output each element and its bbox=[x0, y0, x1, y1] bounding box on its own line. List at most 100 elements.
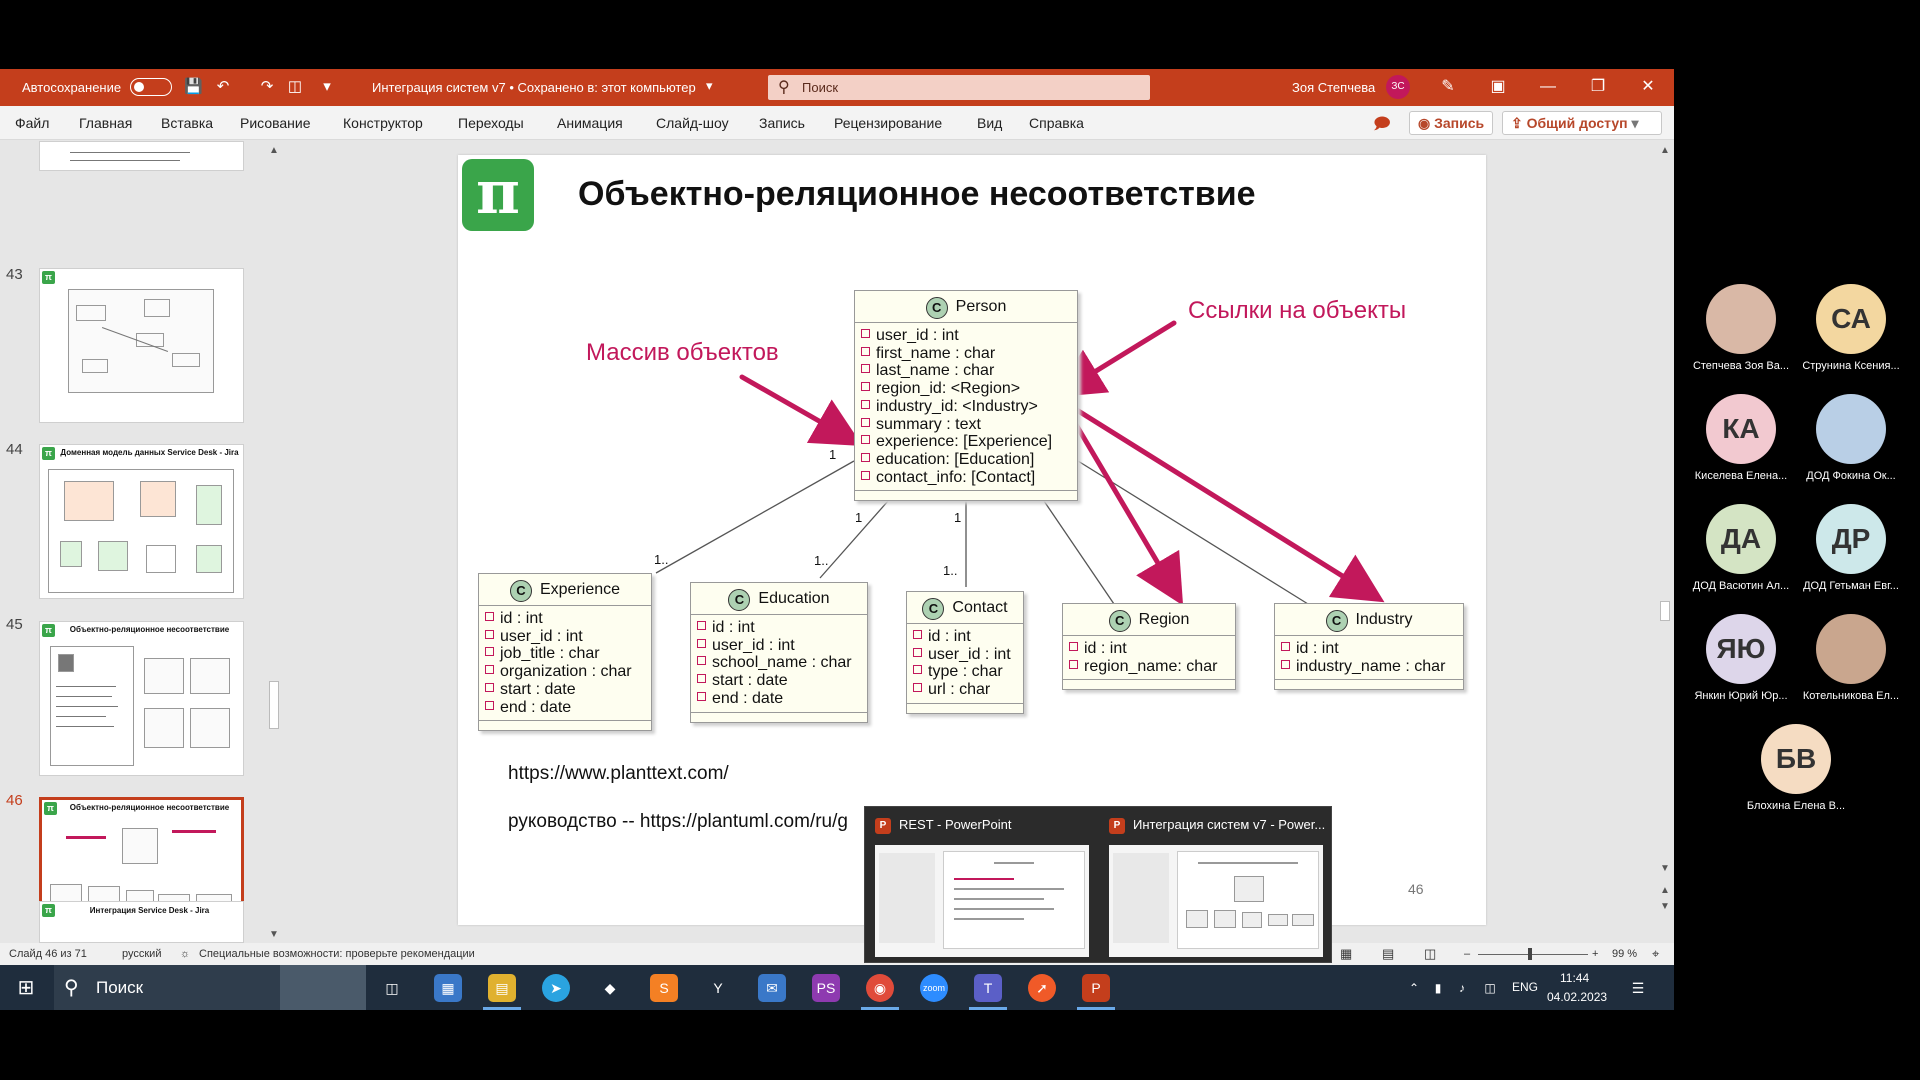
file-explorer-icon[interactable]: ▤ bbox=[488, 974, 516, 1002]
clock-date[interactable]: 04.02.2023 bbox=[1547, 990, 1608, 1004]
zoom-slider-thumb[interactable] bbox=[1528, 948, 1532, 960]
tab-record[interactable]: Запись bbox=[759, 115, 805, 131]
zoom-out-icon[interactable]: – bbox=[1464, 948, 1471, 960]
comments-icon[interactable]: 🗩 bbox=[1373, 116, 1391, 133]
zoom-slider[interactable] bbox=[1478, 954, 1588, 955]
zoom-level[interactable]: 99 % bbox=[1612, 948, 1638, 960]
volume-icon[interactable]: ♪ bbox=[1459, 981, 1465, 995]
thumbnail-slide-42[interactable] bbox=[39, 141, 244, 171]
teams-icon[interactable]: T bbox=[974, 974, 1002, 1002]
zoom-in-icon[interactable]: + bbox=[1592, 948, 1599, 960]
participant-tile[interactable]: СА Струнина Ксения... bbox=[1791, 284, 1911, 372]
slideshow-view-icon[interactable]: ◫ bbox=[1424, 946, 1437, 961]
store-icon[interactable]: ▦ bbox=[434, 974, 462, 1002]
thumbnails-scrollbar[interactable]: ▲ ▼ bbox=[266, 141, 282, 943]
tab-slideshow[interactable]: Слайд-шоу bbox=[656, 115, 729, 131]
search-box[interactable]: ⚲ Поиск bbox=[768, 75, 1150, 100]
close-icon[interactable]: ✕ bbox=[1641, 78, 1655, 95]
accessibility-status[interactable]: Специальные возможности: проверьте реком… bbox=[199, 948, 475, 960]
save-icon[interactable]: 💾 bbox=[184, 78, 203, 95]
participant-tile[interactable]: ДОД Фокина Ок... bbox=[1791, 394, 1911, 482]
present-icon[interactable]: ◫ bbox=[287, 78, 303, 95]
tab-draw[interactable]: Рисование bbox=[240, 115, 311, 131]
ribbon-display-icon[interactable]: ▣ bbox=[1490, 78, 1506, 95]
minimize-icon[interactable]: — bbox=[1540, 78, 1556, 95]
thumbnail-slide-43[interactable]: π bbox=[39, 268, 244, 423]
network-icon[interactable]: ◫ bbox=[1484, 981, 1496, 995]
participant-tile[interactable]: ДА ДОД Васютин Ал... bbox=[1681, 504, 1801, 592]
fit-slide-icon[interactable]: ⌖ bbox=[1652, 946, 1660, 961]
battery-icon[interactable]: ▮ bbox=[1434, 981, 1442, 995]
undo-icon[interactable]: ↶ bbox=[216, 78, 230, 95]
tab-insert[interactable]: Вставка bbox=[161, 115, 214, 131]
notifications-icon[interactable]: ☰ bbox=[1631, 980, 1645, 996]
document-title[interactable]: Интеграция систем v7 • Сохранено в: этот… bbox=[372, 80, 696, 95]
tab-review[interactable]: Рецензирование bbox=[834, 115, 943, 131]
yandex-icon[interactable]: Y bbox=[713, 980, 723, 996]
sublime-icon[interactable]: S bbox=[650, 974, 678, 1002]
tab-file[interactable]: Файл bbox=[15, 115, 50, 131]
pen-icon[interactable]: ✎ bbox=[1441, 78, 1455, 95]
tab-help[interactable]: Справка bbox=[1029, 115, 1084, 131]
preview-rest-powerpoint[interactable]: P REST - PowerPoint bbox=[865, 807, 1099, 964]
autosave-toggle[interactable] bbox=[130, 78, 172, 96]
user-name[interactable]: Зоя Степчева bbox=[1292, 80, 1376, 95]
redo-icon[interactable]: ↷ bbox=[260, 78, 274, 95]
restore-icon[interactable]: ❐ bbox=[1590, 78, 1606, 95]
zoom-app-icon[interactable]: zoom bbox=[920, 974, 948, 1002]
plantuml-guide-link[interactable]: руководство -- https://plantuml.com/ru/g bbox=[508, 811, 848, 832]
thumbnail-slide-45[interactable]: π Объектно-реляционное несоответствие bbox=[39, 621, 244, 776]
customize-qat-icon[interactable]: ▾ bbox=[323, 78, 331, 95]
tab-transitions[interactable]: Переходы bbox=[458, 115, 524, 131]
tray-chevron-icon[interactable]: ⌃ bbox=[1408, 981, 1420, 995]
annotation-object-array[interactable]: Массив объектов bbox=[586, 339, 779, 366]
tab-view[interactable]: Вид bbox=[977, 115, 1003, 131]
task-view-icon[interactable]: ◫ bbox=[385, 980, 399, 996]
participant-tile[interactable]: ЯЮ Янкин Юрий Юр... bbox=[1681, 614, 1801, 702]
participant-tile[interactable]: БВ Блохина Елена В... bbox=[1736, 724, 1856, 812]
windows-start-icon[interactable]: ⊞ bbox=[17, 977, 35, 999]
prev-slide-icon[interactable]: ▲ bbox=[1660, 885, 1670, 896]
scrollbar-thumb[interactable] bbox=[1660, 601, 1670, 621]
slide-title[interactable]: Объектно-реляционное несоответствие bbox=[578, 175, 1256, 213]
thumbnail-slide-47[interactable]: π Интеграция Service Desk - Jira bbox=[39, 901, 244, 943]
telegram-icon[interactable]: ➤ bbox=[542, 974, 570, 1002]
thumbnail-slide-44[interactable]: π Доменная модель данных Service Desk - … bbox=[39, 444, 244, 599]
mail-icon[interactable]: ✉ bbox=[758, 974, 786, 1002]
user-avatar[interactable]: ЗС bbox=[1386, 75, 1410, 99]
participant-tile[interactable]: ДР ДОД Гетьман Евг... bbox=[1791, 504, 1911, 592]
phpstorm-icon[interactable]: PS bbox=[812, 974, 840, 1002]
slide-scrollbar[interactable]: ▲ ▼ ▲ ▼ bbox=[1656, 141, 1674, 943]
language-indicator[interactable]: ENG bbox=[1512, 980, 1539, 994]
tab-design[interactable]: Конструктор bbox=[343, 115, 423, 131]
language-status[interactable]: русский bbox=[122, 948, 162, 960]
git-icon[interactable]: ◆ bbox=[604, 980, 616, 996]
scroll-down-icon[interactable]: ▼ bbox=[269, 929, 279, 940]
taskbar-search[interactable]: ⚲ Поиск bbox=[54, 965, 366, 1010]
participant-tile[interactable]: Котельникова Ел... bbox=[1791, 614, 1911, 702]
participant-tile[interactable]: КА Киселева Елена... bbox=[1681, 394, 1801, 482]
tab-animations[interactable]: Анимация bbox=[557, 115, 623, 131]
chevron-down-icon[interactable]: ▾ bbox=[706, 78, 713, 93]
planttext-link[interactable]: https://www.planttext.com/ bbox=[508, 763, 729, 784]
scrollbar-thumb[interactable] bbox=[269, 681, 279, 729]
next-slide-icon[interactable]: ▼ bbox=[1660, 901, 1670, 912]
slide-counter[interactable]: Слайд 46 из 71 bbox=[9, 948, 87, 960]
record-button[interactable]: ◉ Запись bbox=[1409, 111, 1494, 135]
powerpoint-icon[interactable]: P bbox=[1082, 974, 1110, 1002]
share-button[interactable]: ⇪ Общий доступ ▾ bbox=[1502, 111, 1662, 135]
scroll-down-icon[interactable]: ▼ bbox=[1660, 863, 1670, 874]
annotation-object-references[interactable]: Ссылки на объекты bbox=[1188, 297, 1407, 324]
preview-integration-powerpoint[interactable]: P Интеграция систем v7 - Power... bbox=[1099, 807, 1333, 964]
normal-view-icon[interactable]: ▦ bbox=[1340, 946, 1353, 961]
postman-icon[interactable]: ➚ bbox=[1028, 974, 1056, 1002]
clock-time[interactable]: 11:44 bbox=[1560, 971, 1590, 985]
slide-canvas[interactable]: π Объектно-реляционное несоответствие bbox=[458, 155, 1486, 925]
scroll-up-icon[interactable]: ▲ bbox=[269, 145, 279, 156]
